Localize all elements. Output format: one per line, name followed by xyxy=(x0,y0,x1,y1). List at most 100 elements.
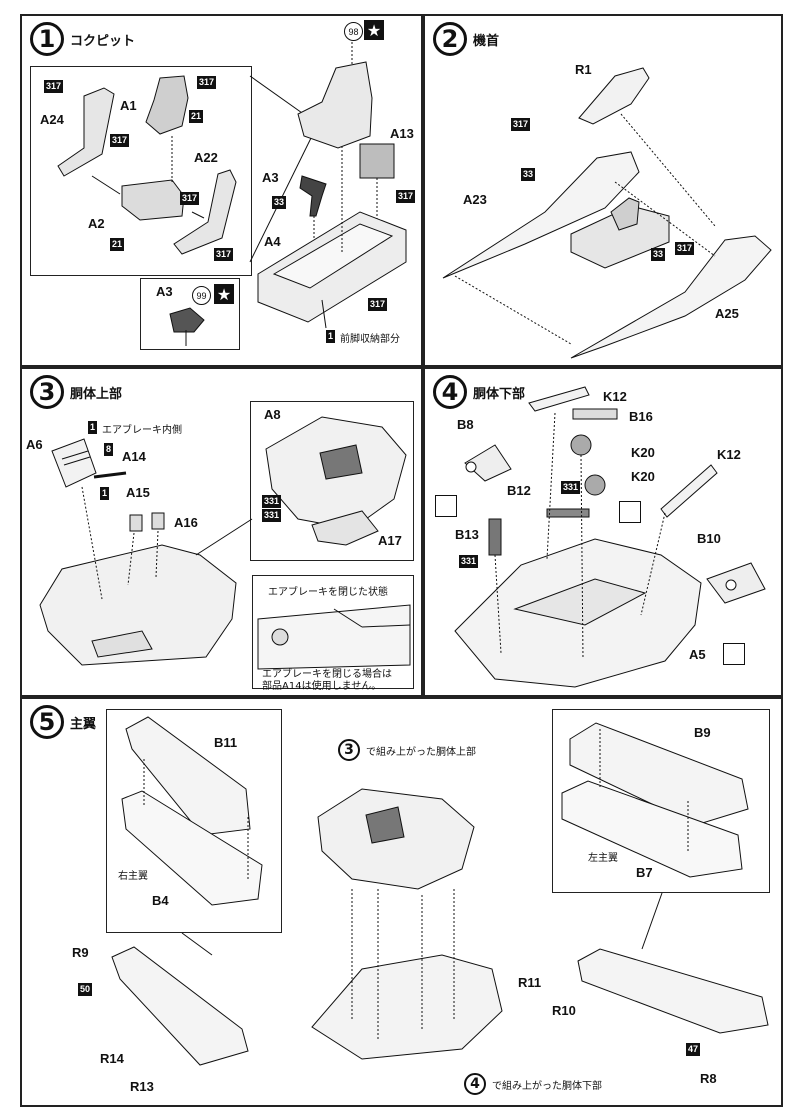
from-step4-label: 4 で組み上がった胴体下部 xyxy=(464,1073,602,1095)
paint-code: 317 xyxy=(44,80,64,93)
step-ref: 3 xyxy=(338,739,360,761)
paint-code: 33 xyxy=(521,168,536,181)
paint-code: 1 xyxy=(100,487,110,500)
from-step3-note: で組み上がった胴体上部 xyxy=(366,746,476,758)
paint-code: 317 xyxy=(180,192,200,205)
step-number: 5 xyxy=(30,705,64,739)
from-step3-label: 3 で組み上がった胴体上部 xyxy=(338,739,476,761)
step3-header: 3 胴体上部 xyxy=(30,375,122,409)
lower-fuselage-drawing xyxy=(454,386,766,688)
paint-code: 331 xyxy=(262,495,282,508)
no-cement-icon xyxy=(723,643,745,665)
part-label-b12: B12 xyxy=(507,483,531,498)
paint-code: 21 xyxy=(110,238,125,251)
part-label-b7: B7 xyxy=(636,865,653,880)
part-label-r9: R9 xyxy=(72,945,89,960)
paint-code: 317 xyxy=(396,190,416,203)
nose-parts-drawing xyxy=(442,67,772,359)
part-label-r8: R8 xyxy=(700,1071,717,1086)
front-gear-note: 前脚収納部分 xyxy=(340,334,400,345)
paint-code: 8 xyxy=(104,443,114,456)
step-title: 胴体下部 xyxy=(473,386,526,402)
star-icon: ★ xyxy=(214,284,234,304)
part-label-r14: R14 xyxy=(100,1051,124,1066)
part-label-a1: A1 xyxy=(120,98,137,113)
part-label-a13: A13 xyxy=(390,126,414,141)
paint-code: 317 xyxy=(368,298,388,311)
part-label-k12: K12 xyxy=(603,389,627,404)
right-wing-note: 右主翼 xyxy=(118,871,148,882)
part-label-a17: A17 xyxy=(378,533,402,548)
upper-fuselage-drawing xyxy=(39,416,411,670)
step-number: 2 xyxy=(433,22,467,56)
part-label-b11: B11 xyxy=(214,735,238,750)
airbrake-closed-note: 部品A14は使用しません。 xyxy=(262,681,382,692)
paint-code: 21 xyxy=(189,110,204,123)
part-label-k20-b: K20 xyxy=(631,469,655,484)
part-label-a24: A24 xyxy=(40,112,64,127)
paint-code: 317 xyxy=(511,118,531,131)
step-title: 主翼 xyxy=(70,716,97,732)
step-title: 胴体上部 xyxy=(70,386,123,402)
cockpit-parts-drawing xyxy=(57,38,407,346)
airbrake-closed-note: エアブレーキを閉じる場合は xyxy=(262,669,392,680)
part-label-k12-right: K12 xyxy=(717,447,741,462)
paint-round-code: 98 xyxy=(344,22,363,41)
main-wing-drawing xyxy=(111,716,769,1066)
step1-header: 1 コクピット xyxy=(30,22,135,56)
step5-header: 5 主翼 xyxy=(30,705,96,739)
left-wing-note: 左主翼 xyxy=(588,853,618,864)
airbrake-inside-note: エアブレーキ内側 xyxy=(102,425,182,436)
paint-code: 33 xyxy=(651,248,666,261)
step1-panel: 1 コクピット xyxy=(20,14,423,367)
step-ref: 4 xyxy=(464,1073,486,1095)
paint-code: 331 xyxy=(262,509,282,522)
step2-panel: 2 機首 R1 317 33 A23 33 317 A25 xyxy=(423,14,783,367)
from-step4-note: で組み上がった胴体下部 xyxy=(492,1080,602,1092)
step3-panel: 3 胴体上部 xyxy=(20,367,423,697)
no-cement-icon xyxy=(435,495,457,517)
part-label-r1: R1 xyxy=(575,62,592,77)
part-label-k20: K20 xyxy=(631,445,655,460)
step4-panel: 4 胴体下部 xyxy=(423,367,783,697)
part-label-a23: A23 xyxy=(463,192,487,207)
paint-code: 33 xyxy=(272,196,287,209)
paint-code: 1 xyxy=(88,421,98,434)
part-label-b9: B9 xyxy=(694,725,711,740)
part-label-a14: A14 xyxy=(122,449,146,464)
paint-code: 317 xyxy=(110,134,130,147)
paint-code: 317 xyxy=(675,242,695,255)
part-label-r13: R13 xyxy=(130,1079,154,1094)
paint-code: 47 xyxy=(686,1043,701,1056)
part-label-a6: A6 xyxy=(26,437,43,452)
paint-code: 317 xyxy=(197,76,217,89)
part-label-r11: R11 xyxy=(518,975,542,990)
step5-panel: 5 主翼 xyxy=(20,697,783,1107)
part-label-a8: A8 xyxy=(264,407,281,422)
part-label-a2: A2 xyxy=(88,216,105,231)
step-title: 機首 xyxy=(473,33,500,49)
part-label-b16: B16 xyxy=(629,409,653,424)
paint-code: 331 xyxy=(459,555,479,568)
part-label-a15: A15 xyxy=(126,485,150,500)
part-label-b4: B4 xyxy=(152,893,169,908)
airbrake-closed-title: エアブレーキを閉じた状態 xyxy=(268,587,388,598)
step2-header: 2 機首 xyxy=(433,22,499,56)
part-label-a22: A22 xyxy=(194,150,218,165)
part-label-a4: A4 xyxy=(264,234,281,249)
part-label-b13: B13 xyxy=(455,527,479,542)
part-label-a16: A16 xyxy=(174,515,198,530)
star-icon: ★ xyxy=(364,20,384,40)
part-label-a5: A5 xyxy=(689,647,706,662)
step-number: 1 xyxy=(30,22,64,56)
paint-code: 1 xyxy=(326,330,336,343)
part-label-b8: B8 xyxy=(457,417,474,432)
paint-code: 331 xyxy=(561,481,581,494)
step-number: 3 xyxy=(30,375,64,409)
part-label-r10: R10 xyxy=(552,1003,576,1018)
part-label-a3: A3 xyxy=(262,170,279,185)
part-label-b10: B10 xyxy=(697,531,721,546)
step-number: 4 xyxy=(433,375,467,409)
paint-code: 317 xyxy=(214,248,234,261)
paint-round-code: 99 xyxy=(192,286,211,305)
